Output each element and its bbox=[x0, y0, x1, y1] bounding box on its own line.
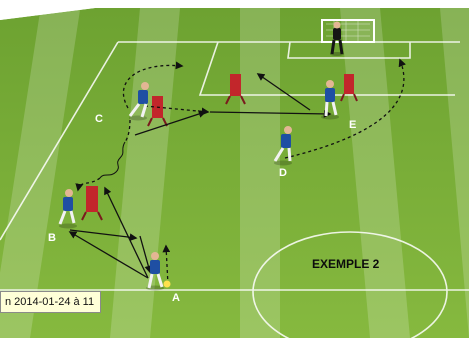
field-lines bbox=[0, 41, 469, 338]
label-c: C bbox=[95, 113, 103, 125]
player-a bbox=[146, 252, 171, 291]
background-left bbox=[0, 0, 95, 20]
passes bbox=[68, 73, 332, 279]
runs bbox=[75, 58, 406, 286]
diagram-title: EXEMPLE 2 bbox=[312, 257, 380, 271]
player-d bbox=[273, 126, 292, 166]
label-e: E bbox=[349, 119, 356, 131]
label-b: B bbox=[48, 232, 56, 244]
label-a: A bbox=[172, 292, 180, 304]
mannequin-b bbox=[81, 186, 103, 221]
player-e bbox=[321, 80, 339, 120]
label-d: D bbox=[279, 167, 287, 179]
player-b bbox=[58, 189, 77, 229]
mannequin-e bbox=[340, 74, 358, 102]
mannequin-mid bbox=[225, 74, 246, 105]
goalkeeper bbox=[330, 21, 344, 56]
player-c bbox=[128, 82, 149, 121]
timestamp-tooltip: n 2014-01-24 à 11 bbox=[0, 291, 102, 313]
